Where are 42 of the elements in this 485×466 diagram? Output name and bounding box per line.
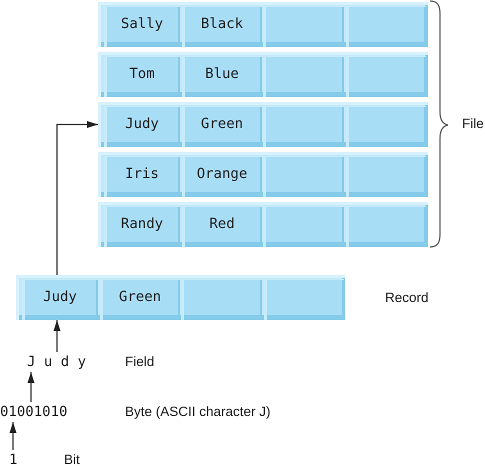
level-label: Record <box>385 289 429 307</box>
record-bar <box>98 202 428 247</box>
field-cell: Randy <box>104 206 180 247</box>
field-cell: Black <box>182 6 262 47</box>
field-cell <box>263 206 344 247</box>
field-cell: Orange <box>182 156 262 197</box>
field-cell <box>263 6 344 47</box>
field-characters: J u d y <box>27 352 86 372</box>
level-label: Bit <box>64 451 80 466</box>
field-cell: Iris <box>104 156 180 197</box>
field-cell: Judy <box>22 279 98 320</box>
field-cell: Judy <box>104 106 180 147</box>
arrow <box>10 422 16 450</box>
field-cell <box>346 206 426 247</box>
field-cell: Red <box>182 206 262 247</box>
record-bar <box>16 275 345 320</box>
arrow <box>54 320 60 352</box>
field-cell <box>181 279 262 320</box>
field-cell <box>346 6 426 47</box>
arrow <box>28 372 34 402</box>
field-cell <box>346 156 426 197</box>
record-bar <box>98 102 428 147</box>
field-cell: Sally <box>104 6 180 47</box>
field-cell: Green <box>182 106 262 147</box>
level-label: File <box>462 115 484 133</box>
field-cell <box>346 106 426 147</box>
byte-bits: 01001010 <box>0 402 68 422</box>
field-cell: Tom <box>104 56 180 97</box>
record-bar <box>98 52 428 97</box>
field-cell <box>263 56 344 97</box>
field-cell <box>263 106 344 147</box>
record-bar <box>98 2 428 47</box>
field-cell: Green <box>100 279 180 320</box>
field-cell <box>264 279 344 320</box>
level-label: Field <box>125 353 154 371</box>
field-cell <box>263 156 344 197</box>
bit-digit: 1 <box>9 450 18 466</box>
level-label: Byte (ASCII character J) <box>125 403 271 421</box>
record-bar <box>98 152 428 197</box>
arrow <box>56 121 98 275</box>
field-cell <box>346 56 426 97</box>
field-cell: Blue <box>182 56 262 97</box>
